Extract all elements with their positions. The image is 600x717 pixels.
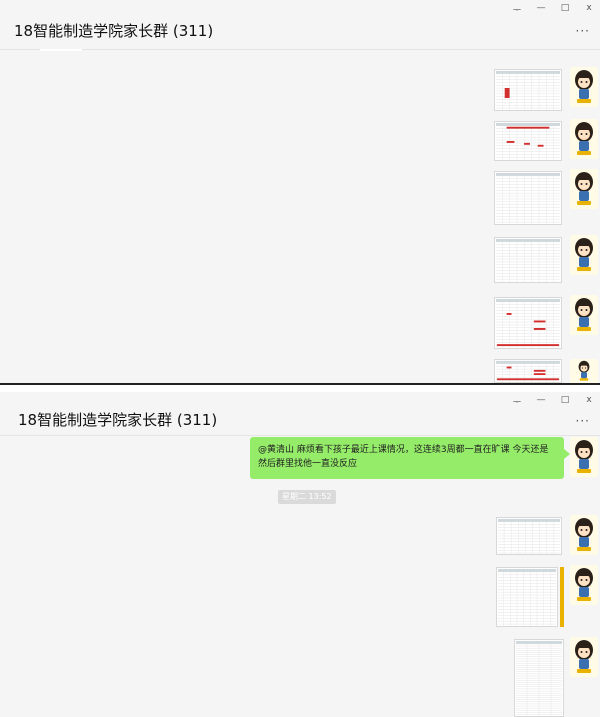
chat-window-top: 18智能制造学院家长群 (311) ᅮ — □ x ··· <box>0 0 600 383</box>
spreadsheet-image[interactable] <box>494 237 562 283</box>
avatar-icon[interactable] <box>570 119 598 159</box>
chat-window-bottom: 18智能制造学院家长群 (311) ᅮ — □ x ··· @黄清山 麻烦看下孩… <box>0 392 600 717</box>
title-bar: 18智能制造学院家长群 (311) ᅮ — □ x ··· <box>0 392 600 436</box>
chat-title: 18智能制造学院家长群 (311) <box>18 411 218 429</box>
pin-icon[interactable]: ᅮ <box>512 6 522 16</box>
spreadsheet-image[interactable] <box>514 639 564 717</box>
title-underline <box>40 49 82 51</box>
avatar-icon[interactable] <box>570 565 598 605</box>
close-icon[interactable]: x <box>586 395 592 405</box>
avatar-icon[interactable] <box>570 437 598 477</box>
pin-icon[interactable]: ᅮ <box>512 398 522 408</box>
avatar-icon[interactable] <box>570 359 598 383</box>
spreadsheet-image[interactable] <box>496 567 558 627</box>
title-bar: 18智能制造学院家长群 (311) ᅮ — □ x ··· <box>0 0 600 51</box>
more-options-icon[interactable]: ··· <box>575 414 590 428</box>
screenshot-separator <box>0 383 600 392</box>
avatar-icon[interactable] <box>570 637 598 677</box>
spreadsheet-image[interactable] <box>496 517 562 555</box>
text-message-bubble[interactable]: @黄清山 麻烦看下孩子最近上课情况，这连续3周都一直在旷课 今天还是 然后群里找… <box>250 437 564 479</box>
message-list[interactable]: @黄清山 麻烦看下孩子最近上课情况，这连续3周都一直在旷课 今天还是 然后群里找… <box>0 437 600 717</box>
minimize-icon[interactable]: — <box>536 3 546 13</box>
spreadsheet-image[interactable] <box>494 359 562 383</box>
close-icon[interactable]: x <box>586 3 592 13</box>
more-options-icon[interactable]: ··· <box>575 24 590 38</box>
avatar-icon[interactable] <box>570 515 598 555</box>
bubble-tail <box>564 449 570 459</box>
chat-title: 18智能制造学院家长群 (311) <box>14 22 214 40</box>
spreadsheet-image[interactable] <box>494 171 562 225</box>
spreadsheet-image[interactable] <box>494 121 562 161</box>
spreadsheet-image[interactable] <box>494 297 562 349</box>
timestamp-label: 星期二 13:52 <box>278 490 336 504</box>
avatar-icon[interactable] <box>570 235 598 275</box>
avatar-icon[interactable] <box>570 295 598 335</box>
avatar-icon[interactable] <box>570 67 598 107</box>
window-controls: ᅮ — □ x <box>512 3 594 16</box>
message-list[interactable] <box>0 51 600 383</box>
minimize-icon[interactable]: — <box>536 395 546 405</box>
maximize-icon[interactable]: □ <box>560 395 570 405</box>
maximize-icon[interactable]: □ <box>560 3 570 13</box>
window-controls: ᅮ — □ x <box>512 395 594 408</box>
avatar-icon[interactable] <box>570 169 598 209</box>
selection-accent-bar <box>560 567 564 627</box>
spreadsheet-image[interactable] <box>494 69 562 111</box>
